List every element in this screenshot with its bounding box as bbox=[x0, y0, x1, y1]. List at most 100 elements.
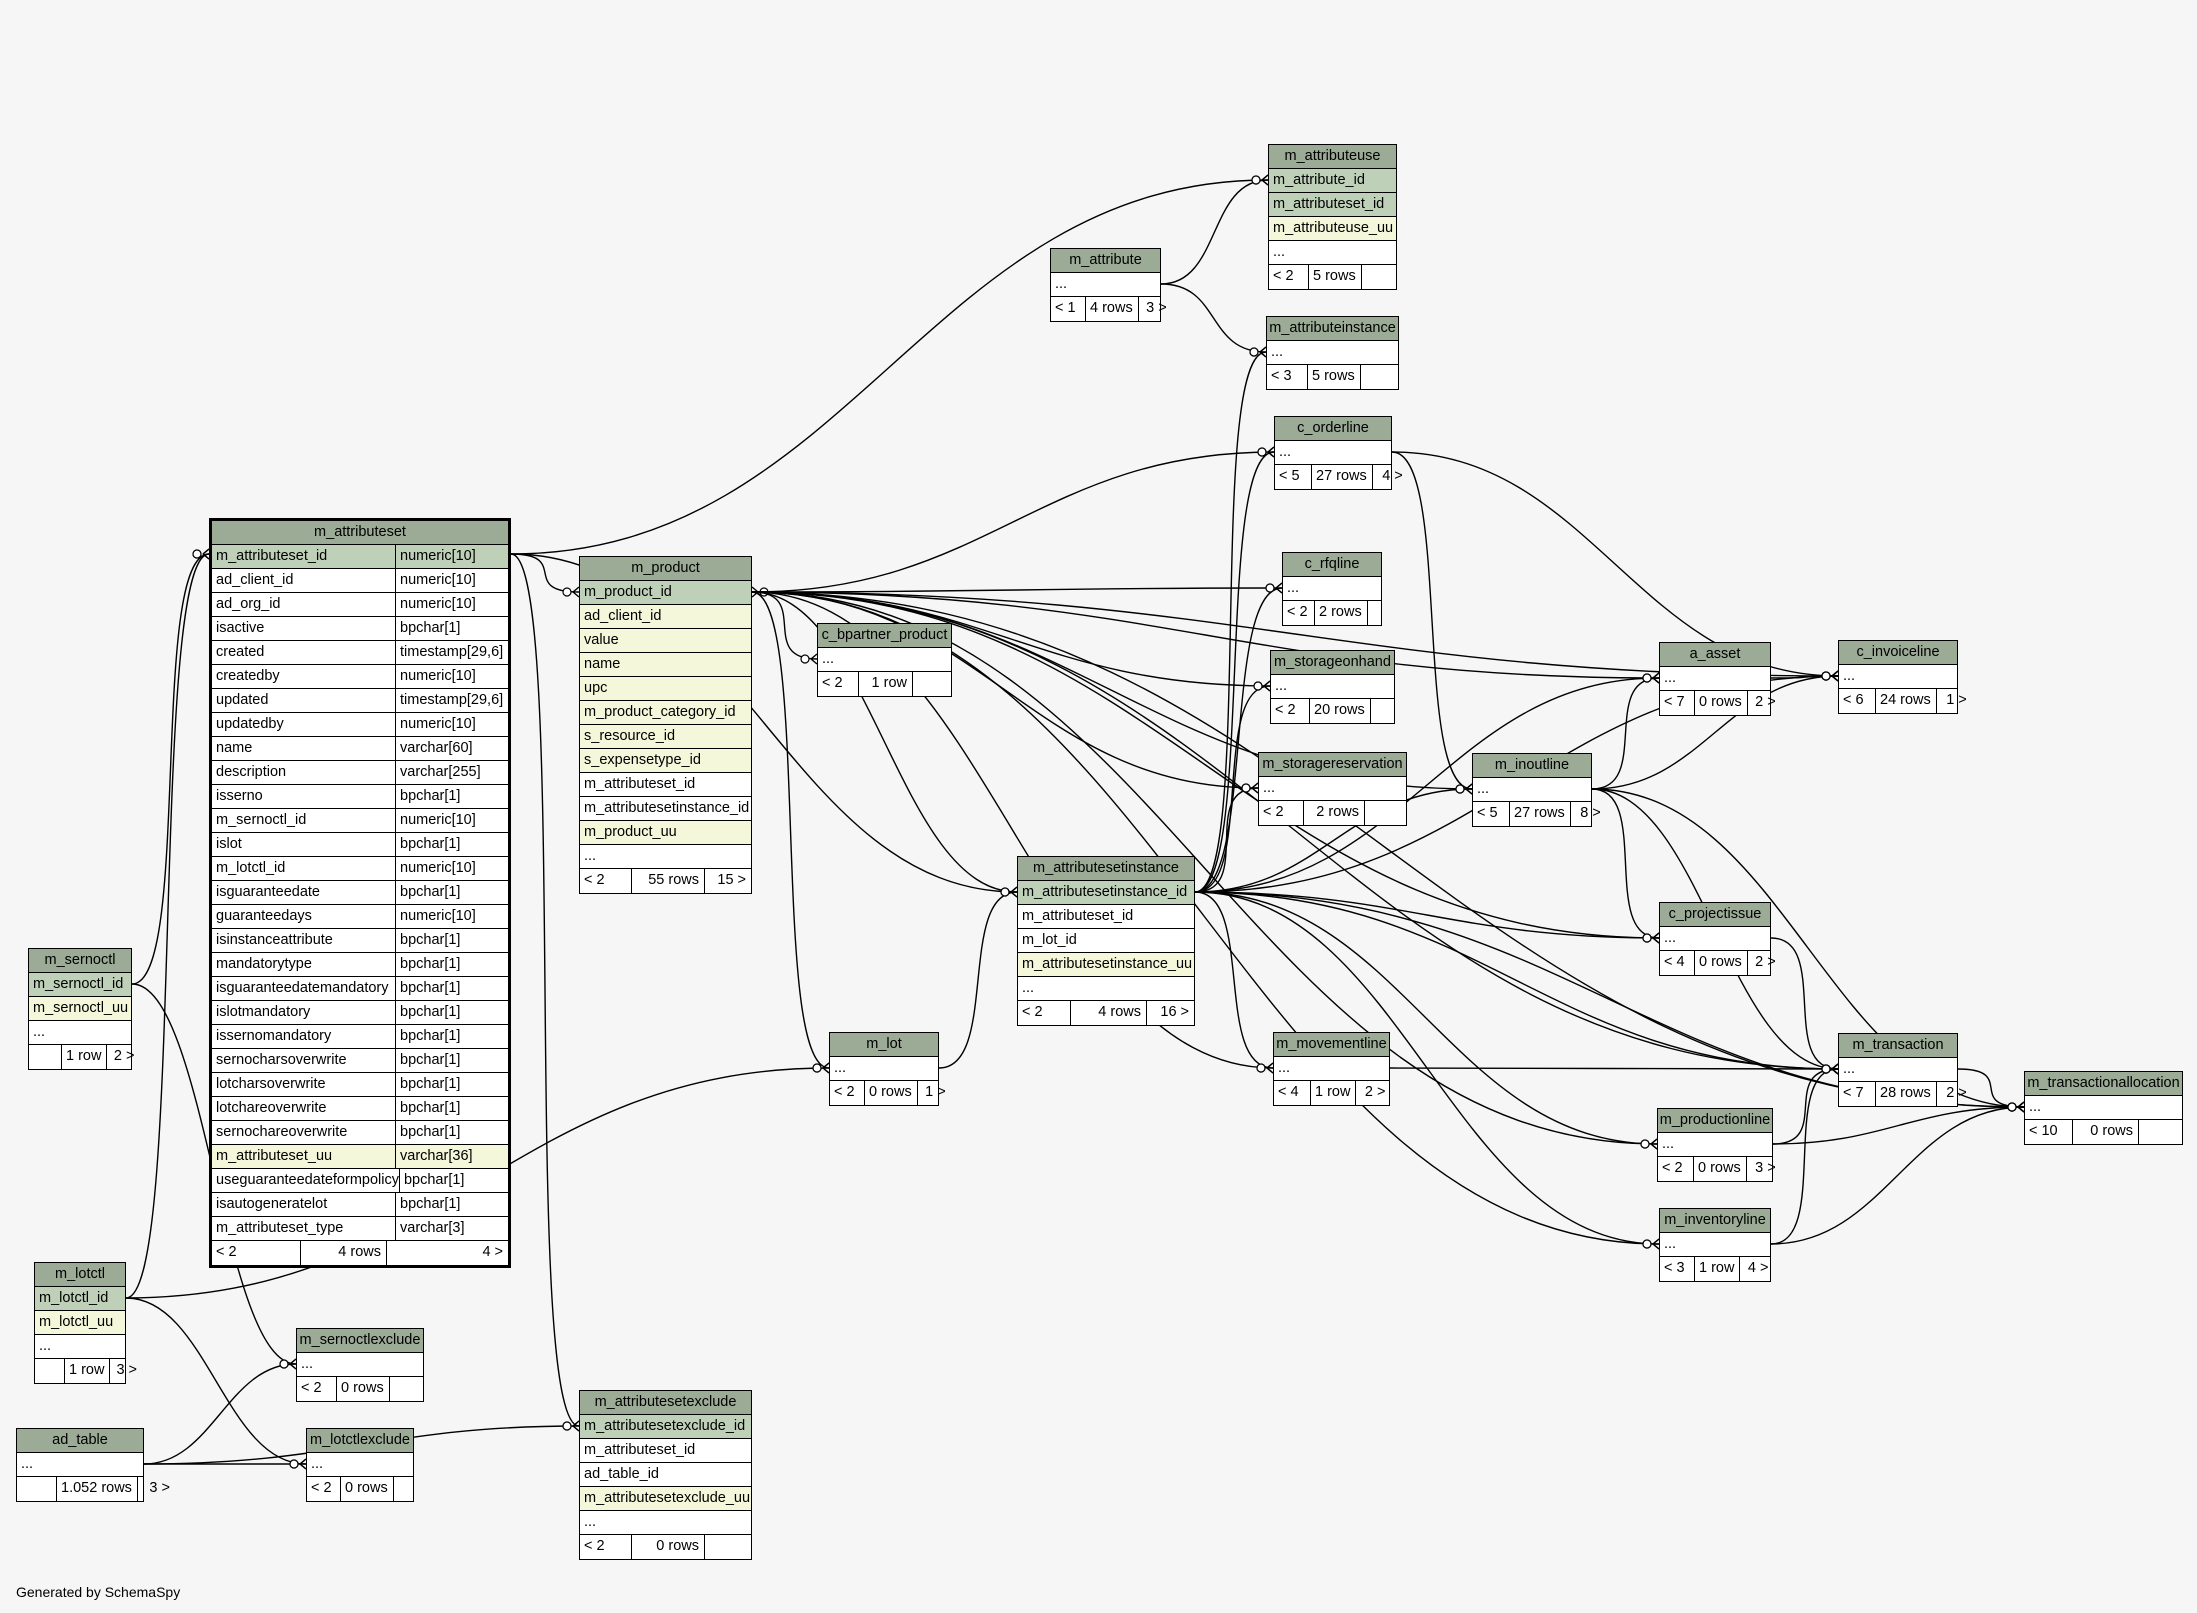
column-m-attributeuse-uu[interactable]: m_attributeuse_uu bbox=[1269, 217, 1396, 241]
column-m-attributeset-id[interactable]: m_attributeset_id bbox=[580, 1439, 751, 1463]
column-more[interactable]: ... bbox=[1839, 665, 1957, 689]
parents-link[interactable]: < 4 bbox=[1664, 954, 1685, 970]
parents-link[interactable]: < 4 bbox=[1278, 1084, 1299, 1100]
column-upc[interactable]: upc bbox=[580, 677, 751, 701]
column-m-attributesetinstance-id[interactable]: m_attributesetinstance_id bbox=[1018, 881, 1194, 905]
children-link[interactable] bbox=[1366, 601, 1399, 625]
children-link[interactable]: 3 > bbox=[1137, 297, 1172, 321]
column-m-attributesetexclude-uu[interactable]: m_attributesetexclude_uu bbox=[580, 1487, 751, 1511]
column-more[interactable]: ... bbox=[297, 1353, 423, 1377]
children-link[interactable]: 2 > bbox=[1746, 691, 1781, 715]
table-m-attributesetexclude[interactable]: m_attributesetexclude m_attributesetexclu… bbox=[579, 1390, 752, 1560]
parents-link[interactable]: < 5 bbox=[1279, 468, 1300, 484]
children-link[interactable]: 3 > bbox=[1745, 1157, 1781, 1181]
column-m-sernoctl-uu[interactable]: m_sernoctl_uu bbox=[29, 997, 131, 1021]
table-title[interactable]: m_lot bbox=[830, 1033, 938, 1057]
column-more[interactable]: ... bbox=[1259, 777, 1406, 801]
column-more[interactable]: ... bbox=[1660, 1233, 1770, 1257]
column-more[interactable]: ... bbox=[1269, 241, 1396, 265]
column-more[interactable]: ... bbox=[1271, 675, 1394, 699]
table-title[interactable]: m_transactionallocation bbox=[2025, 1072, 2182, 1096]
table-title[interactable]: m_movementline bbox=[1274, 1033, 1389, 1057]
column-m-attributeset-id[interactable]: m_attributeset_id bbox=[1018, 905, 1194, 929]
column-m-attribute-id[interactable]: m_attribute_id bbox=[1269, 169, 1396, 193]
column-more[interactable]: ... bbox=[1473, 778, 1591, 802]
children-link[interactable]: 2 > bbox=[1355, 1081, 1390, 1105]
table-title[interactable]: c_bpartner_product bbox=[818, 624, 951, 648]
table-title[interactable]: m_attributesetexclude bbox=[580, 1391, 751, 1415]
column-more[interactable]: ... bbox=[1660, 927, 1770, 951]
parents-link[interactable] bbox=[35, 1359, 64, 1383]
column-more[interactable]: ... bbox=[307, 1453, 413, 1477]
children-link[interactable] bbox=[388, 1377, 427, 1401]
children-link[interactable]: 15 > bbox=[704, 869, 751, 893]
parents-link[interactable]: < 5 bbox=[1477, 805, 1498, 821]
table-title[interactable]: m_sernoctl bbox=[29, 949, 131, 973]
table-title[interactable]: m_inventoryline bbox=[1660, 1209, 1770, 1233]
column-more[interactable]: ... bbox=[818, 648, 951, 672]
table-title[interactable]: m_storageonhand bbox=[1271, 651, 1394, 675]
column-m-product-category-id[interactable]: m_product_category_id bbox=[580, 701, 751, 725]
children-link[interactable]: 2 > bbox=[106, 1045, 139, 1069]
column-more[interactable]: ... bbox=[1018, 977, 1194, 1001]
table-title[interactable]: c_orderline bbox=[1275, 417, 1391, 441]
table-title[interactable]: m_storagereservation bbox=[1259, 753, 1406, 777]
table-title[interactable]: m_attributeset bbox=[212, 521, 508, 545]
parents-link[interactable] bbox=[29, 1045, 61, 1069]
parents-link[interactable]: < 2 bbox=[1273, 268, 1294, 284]
children-link[interactable]: 1 > bbox=[916, 1081, 951, 1105]
children-link[interactable] bbox=[2138, 1120, 2182, 1144]
column-more[interactable]: ... bbox=[580, 1511, 751, 1535]
column-more[interactable]: ... bbox=[830, 1057, 938, 1081]
children-link[interactable]: 1 > bbox=[1935, 689, 1972, 713]
parents-link[interactable]: < 2 bbox=[301, 1380, 322, 1396]
table-title[interactable]: m_inoutline bbox=[1473, 754, 1591, 778]
children-link[interactable] bbox=[1369, 699, 1407, 723]
column-m-product-uu[interactable]: m_product_uu bbox=[580, 821, 751, 845]
table-title[interactable]: ad_table bbox=[17, 1429, 143, 1453]
table-title[interactable]: m_attributesetinstance bbox=[1018, 857, 1194, 881]
table-title[interactable]: m_sernoctlexclude bbox=[297, 1329, 423, 1353]
column-ad-table-id[interactable]: ad_table_id bbox=[580, 1463, 751, 1487]
column-more[interactable]: ... bbox=[580, 845, 751, 869]
parents-link[interactable]: < 2 bbox=[822, 675, 843, 691]
table-title[interactable]: m_attributeuse bbox=[1269, 145, 1396, 169]
children-link[interactable]: 4 > bbox=[1371, 465, 1408, 489]
column-s-expensetype-id[interactable]: s_expensetype_id bbox=[580, 749, 751, 773]
children-link[interactable] bbox=[1364, 801, 1406, 825]
column-more[interactable]: ... bbox=[2025, 1096, 2182, 1120]
column-more[interactable]: ... bbox=[1658, 1133, 1772, 1157]
table-title[interactable]: c_projectissue bbox=[1660, 903, 1770, 927]
children-link[interactable] bbox=[1360, 265, 1399, 289]
column-m-lotctl-id[interactable]: m_lotctl_id bbox=[35, 1287, 125, 1311]
column-m-attributeset-id[interactable]: m_attributeset_id bbox=[580, 773, 751, 797]
children-link[interactable] bbox=[704, 1535, 751, 1559]
